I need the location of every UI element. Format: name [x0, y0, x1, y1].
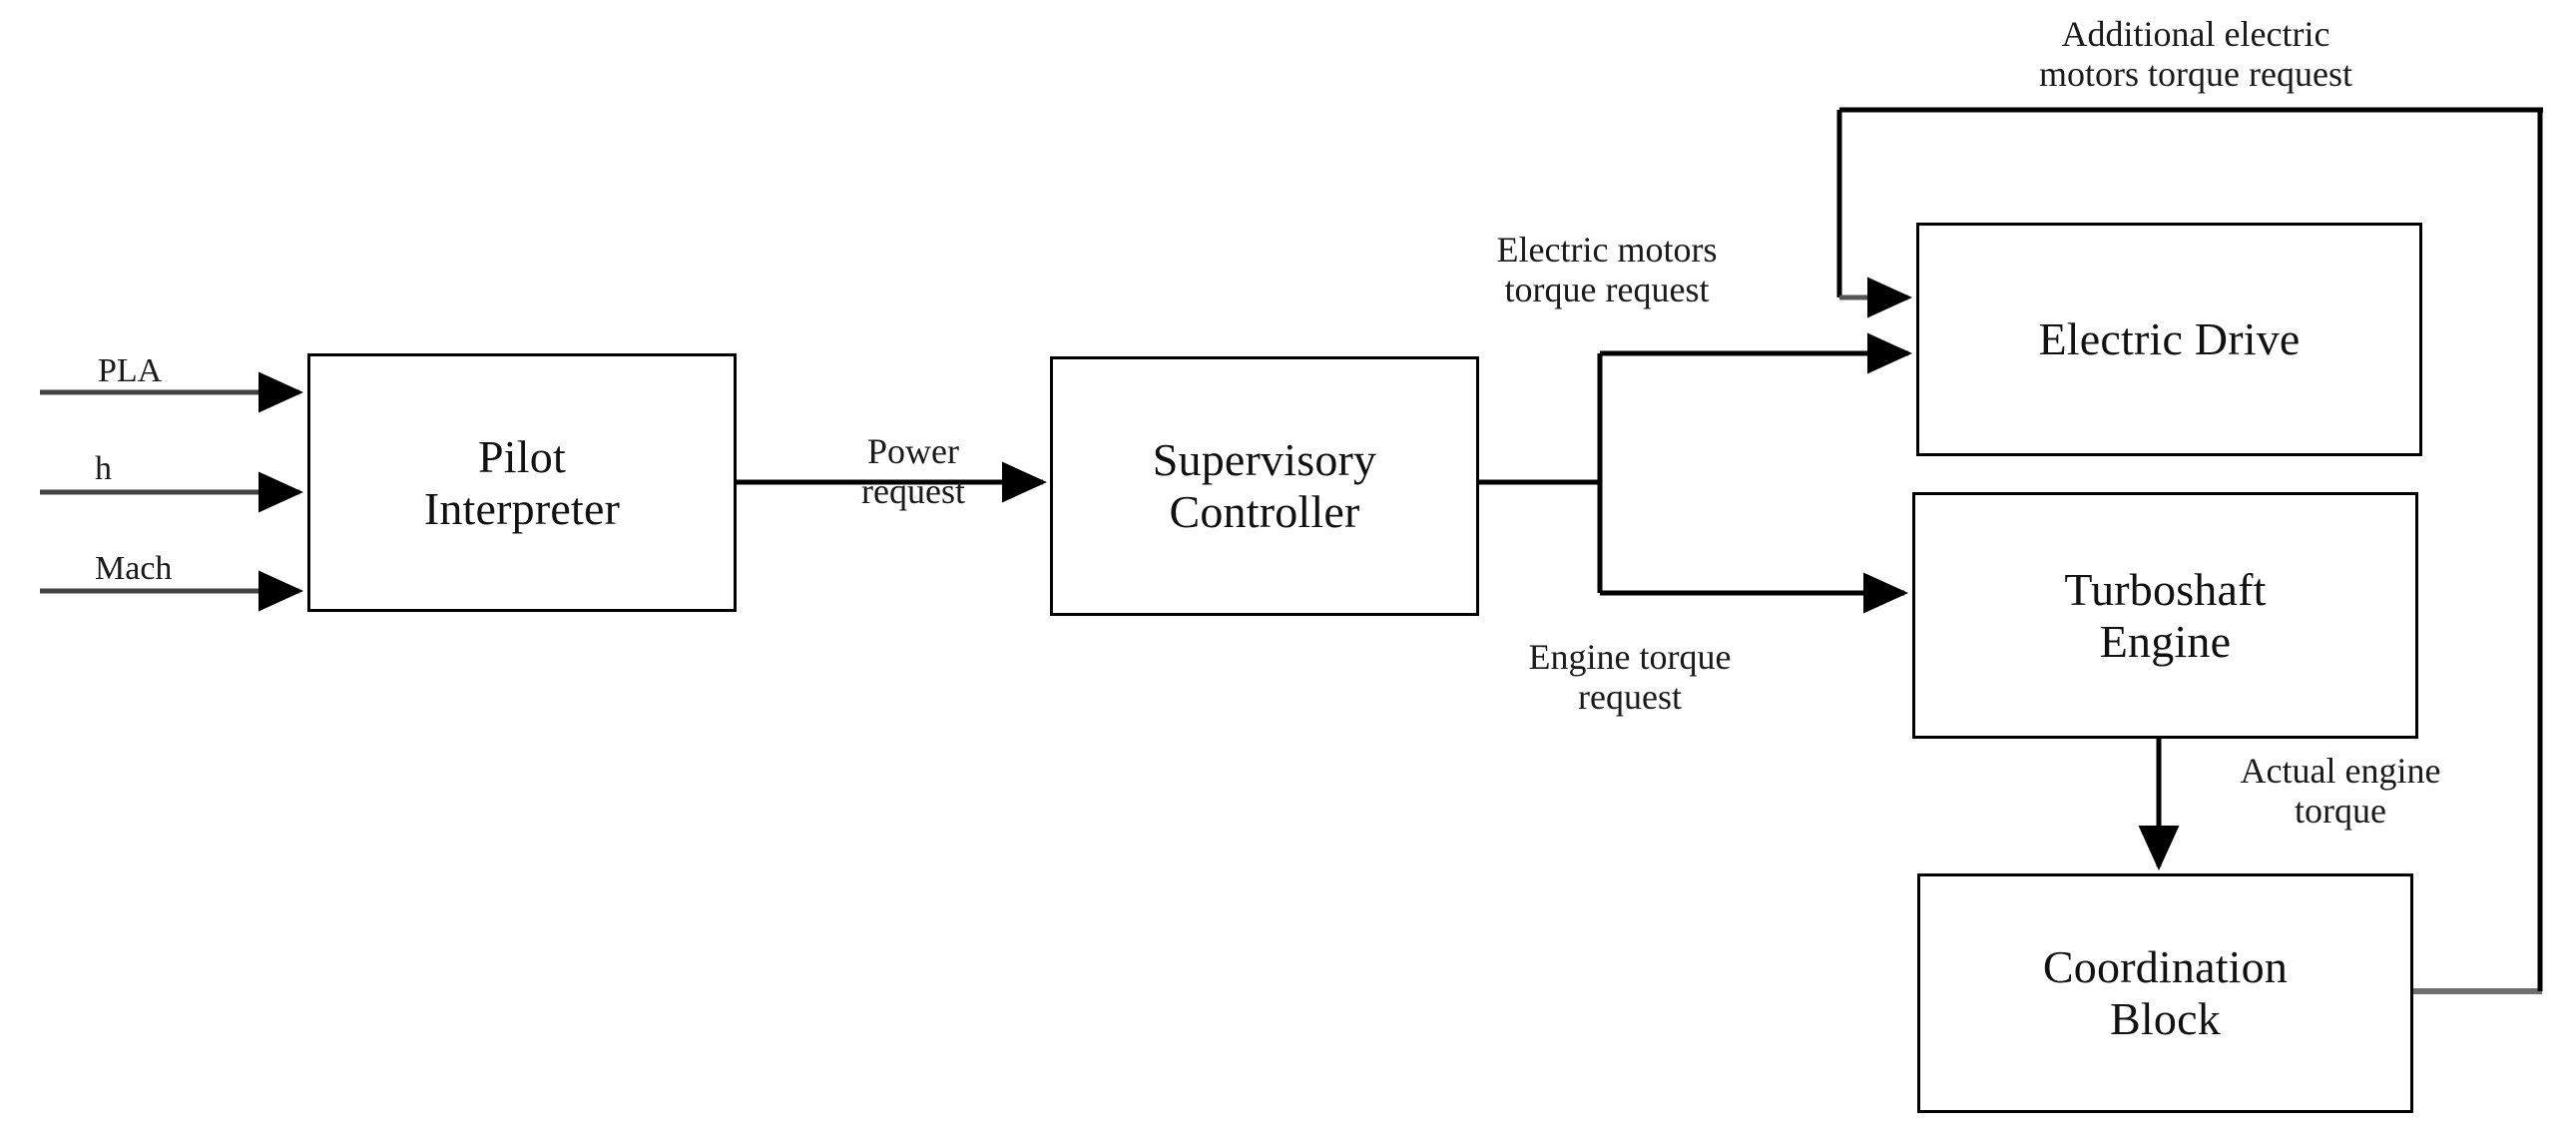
block-supervisory-controller[interactable]: Supervisory Controller — [1050, 356, 1479, 616]
edge-label-actual-engine-torque: Actual engine torque — [2240, 751, 2441, 832]
input-label-pla: PLA — [98, 352, 163, 389]
block-pilot-interpreter-label: Pilot Interpreter — [423, 430, 621, 534]
block-coordination-block-label: Coordination Block — [2042, 941, 2289, 1044]
block-electric-drive[interactable]: Electric Drive — [1916, 223, 2422, 456]
block-turboshaft-engine[interactable]: Turboshaft Engine — [1912, 492, 2418, 739]
edge-label-engine-torque-request: Engine torque request — [1528, 637, 1732, 718]
input-label-mach: Mach — [95, 550, 173, 587]
edge-label-additional-electric-motors-torque-request: Additional electric motors torque reques… — [2039, 14, 2352, 95]
block-coordination-block[interactable]: Coordination Block — [1917, 873, 2413, 1113]
connector-coordination-block-to-electric-drive — [1836, 107, 2543, 994]
block-supervisory-controller-label: Supervisory Controller — [1152, 434, 1377, 537]
block-turboshaft-engine-label: Turboshaft Engine — [2064, 563, 2267, 667]
edge-label-electric-motors-torque-request: Electric motors torque request — [1496, 230, 1718, 310]
input-label-h: h — [95, 450, 112, 487]
block-electric-drive-label: Electric Drive — [2038, 313, 2301, 365]
connector-supervisory-controller-output — [1479, 353, 1603, 593]
edge-label-power-request: Power request — [861, 431, 965, 512]
block-pilot-interpreter[interactable]: Pilot Interpreter — [307, 353, 737, 612]
